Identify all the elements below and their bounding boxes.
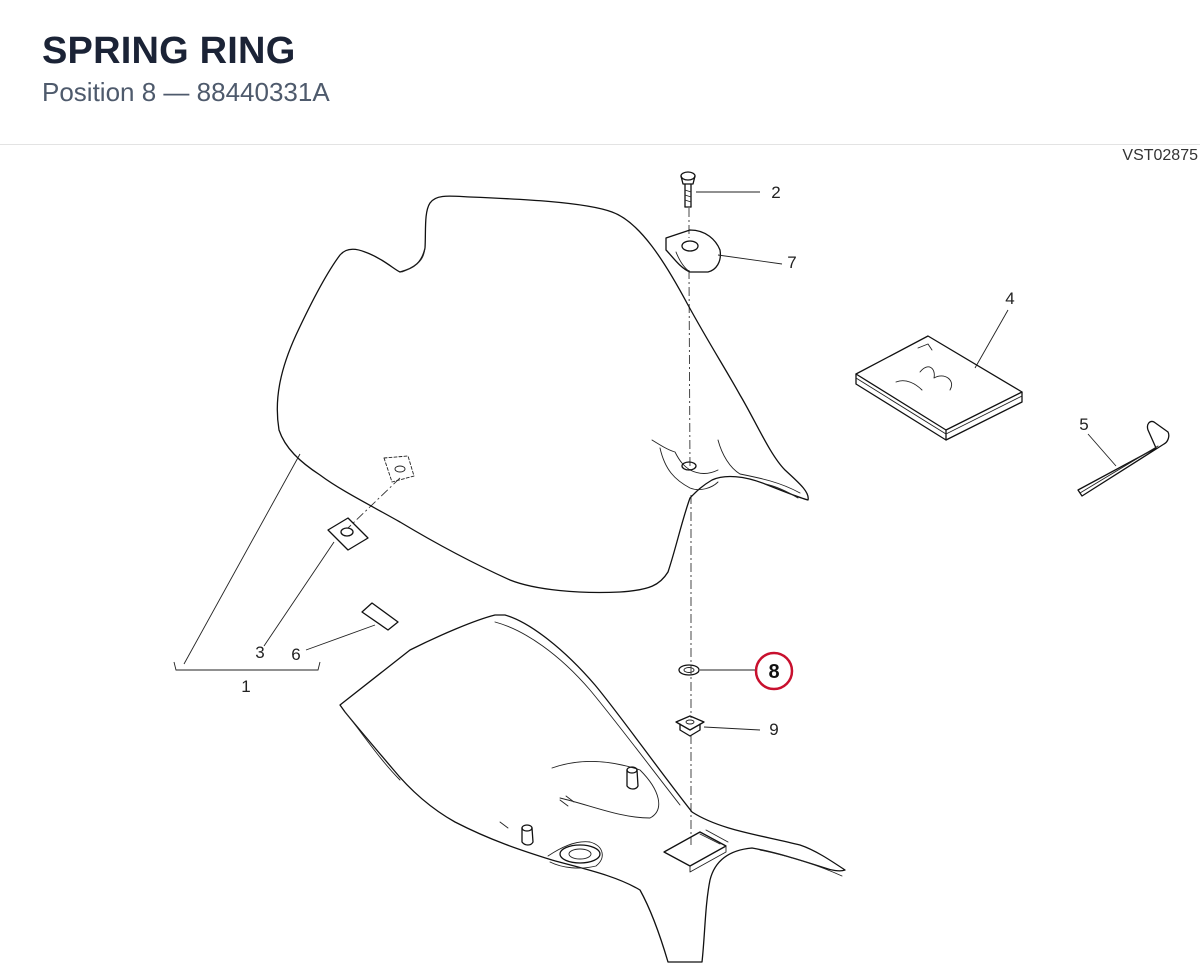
part-number: 88440331A: [196, 77, 330, 107]
owner-manual-part: [855, 335, 1023, 441]
callout-3[interactable]: 3: [255, 643, 264, 662]
callout-9[interactable]: 9: [769, 720, 778, 739]
hex-key-part: [1077, 420, 1170, 497]
callout-1[interactable]: 1: [241, 677, 250, 696]
page-title: SPRING RING: [42, 30, 296, 72]
assembly-axis: [347, 208, 692, 845]
bracket-part: [665, 229, 722, 273]
callout-4[interactable]: 4: [1005, 289, 1014, 308]
callout-2[interactable]: 2: [771, 183, 780, 202]
nut-clip-part: [675, 715, 705, 737]
page-subtitle: Position 8 — 88440331A: [42, 77, 330, 108]
subtitle-separator: —: [163, 77, 190, 107]
callout-labels: 1 2 3 4 5 6 7 8 9: [241, 183, 1088, 739]
callout-7[interactable]: 7: [787, 253, 796, 272]
pad-part: [361, 602, 399, 631]
highlight-circle: [754, 651, 794, 691]
seat-base-part: [339, 614, 846, 963]
page-header: SPRING RING Position 8 — 88440331A: [0, 0, 1200, 145]
seat-part: [276, 195, 809, 594]
leader-lines: [173, 191, 1117, 731]
position-label: Position 8: [42, 77, 157, 107]
screw-part: [680, 171, 696, 208]
diagram-code: VST02875: [1122, 147, 1198, 164]
clip-plate-part: [327, 517, 369, 551]
callout-5[interactable]: 5: [1079, 415, 1088, 434]
spring-ring-part: [678, 664, 700, 676]
callout-8[interactable]: 8: [768, 661, 779, 683]
callout-6[interactable]: 6: [291, 645, 300, 664]
